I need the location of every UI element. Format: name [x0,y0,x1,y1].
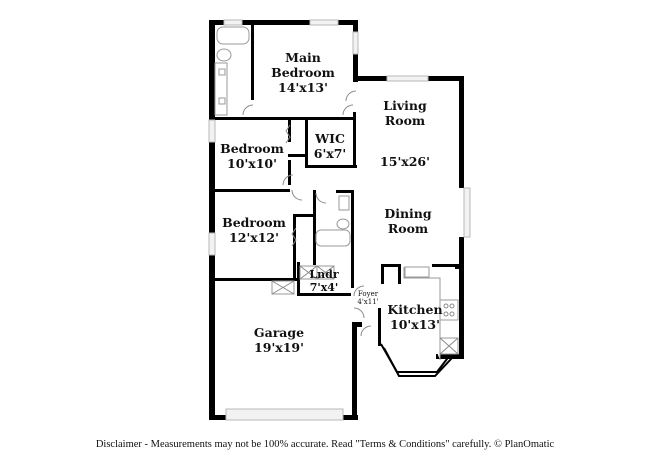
room-label-bedroom-10x10: Bedroom 10'x10' [220,141,284,171]
room-name: Room [387,221,429,236]
room-label-garage: Garage 19'x19' [254,325,304,355]
room-dimensions: 10'x13' [390,317,440,332]
interior-walls [215,20,459,346]
room-dimensions: 19'x19' [254,340,304,355]
room-name: Garage [253,325,305,340]
room-name: Kitchen [387,302,443,317]
room-label-kitchen: Kitchen 10'x13' [387,302,442,332]
room-name: Bedroom [271,65,335,80]
room-name: Main [285,50,321,65]
room-name: Dining [384,206,432,221]
room-dimensions: 10'x10' [227,156,277,171]
fixtures [214,26,459,360]
room-name: Living [383,98,427,113]
room-name: WIC [315,131,345,146]
room-name: Lndr [309,268,339,281]
room-dimensions: 6'x7' [313,146,347,161]
room-dimensions: 14'x13' [278,80,328,95]
room-dimensions: 12'x12' [229,230,279,245]
room-dimensions-living-dining: 15'x26' [380,154,430,169]
room-label-bedroom-12x12: Bedroom 12'x12' [222,215,286,245]
room-name: Bedroom [222,215,286,230]
room-label-laundry: Lndr 7'x4' [309,268,338,294]
room-dimensions: 7'x4' [309,281,339,294]
bay-window [380,343,453,377]
doors [242,90,372,337]
windows [208,19,471,421]
exterior-walls [209,20,464,420]
room-label-living-room: Living Room [383,98,426,128]
room-label-main-bedroom: Main Bedroom 14'x13' [271,50,335,95]
room-name: Room [384,113,426,128]
room-label-dining-room: Dining Room [384,206,431,236]
room-name: Foyer [357,290,379,298]
room-label-foyer: Foyer 4'x11' [357,290,378,306]
room-label-wic: WIC 6'x7' [314,131,347,161]
disclaimer-text: Disclaimer - Measurements may not be 100… [95,439,555,450]
room-name: Bedroom [220,141,284,156]
room-dimensions: 4'x11' [357,298,379,306]
